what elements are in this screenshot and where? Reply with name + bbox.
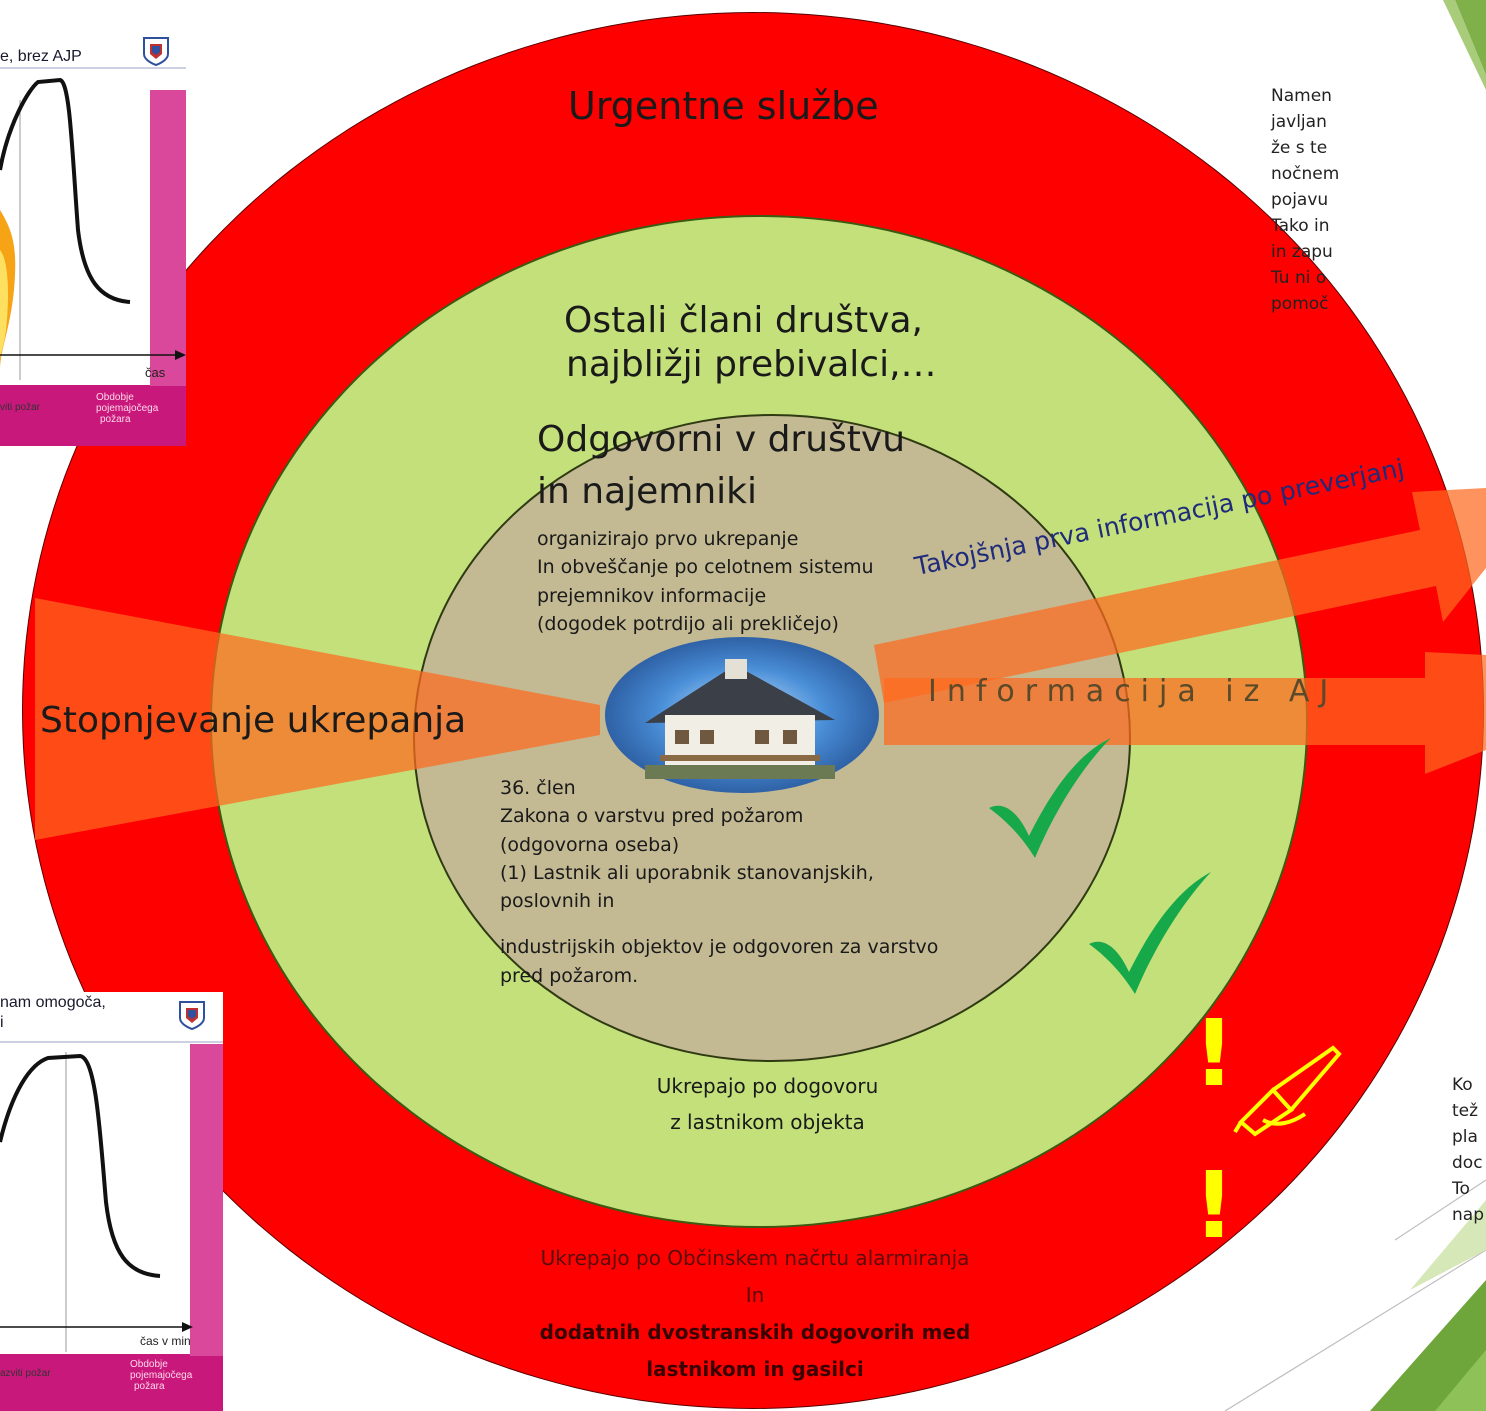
- outer-note-2: In: [745, 1283, 765, 1307]
- law-line-4: (1) Lastnik ali uporabnik stanovanjskih,: [500, 862, 874, 884]
- thumbnail-fire-chart-top: e, brez AJP čas viti požar Obdobje pojem…: [0, 30, 186, 446]
- right-text-top-8: Tu ni o: [1271, 268, 1327, 288]
- emblem-icon: [142, 36, 170, 67]
- fire-chart-graphic: [0, 67, 186, 380]
- label-right-1: Obdobje: [130, 1359, 168, 1370]
- right-text-top-2: javljan: [1271, 112, 1327, 132]
- corner-triangle-top: [1443, 0, 1486, 90]
- right-text-top-9: pomoč: [1271, 294, 1329, 314]
- right-text-bottom-6: nap: [1452, 1205, 1484, 1225]
- label-right-1: Obdobje: [96, 392, 134, 403]
- corner-triangle-bottom-light: [1410, 1200, 1486, 1290]
- right-text-bottom-1: Ko: [1452, 1075, 1473, 1095]
- right-text-bottom-4: doc: [1452, 1153, 1483, 1173]
- right-text-bottom-5: To: [1452, 1179, 1470, 1199]
- law-line-1: 36. člen: [500, 777, 576, 799]
- escalation-label: Stopnjevanje ukrepanja: [40, 700, 467, 741]
- law-line-3: (odgovorna oseba): [500, 834, 680, 856]
- right-text-top-6: Tako in: [1271, 216, 1330, 236]
- law-line-6: industrijskih objektov je odgovoren za v…: [500, 936, 939, 958]
- society-members-title-1: Ostali člani društva,: [564, 300, 923, 341]
- law-line-7: pred požarom.: [500, 965, 639, 987]
- thumbnail-title: e, brez AJP: [0, 48, 82, 65]
- outer-note-1: Ukrepajo po Občinskem načrtu alarmiranja: [540, 1246, 970, 1270]
- exclamation-mark-2: !: [1193, 1152, 1235, 1259]
- thumbnail-title-1: nam omogoča,: [0, 994, 106, 1011]
- outer-note-bold-2: lastnikom in gasilci: [646, 1357, 864, 1381]
- mountain-hut-image: [605, 635, 880, 795]
- outer-note-bold-1: dodatnih dvostranskih dogovorih med: [539, 1320, 971, 1344]
- urgent-services-title: Urgentne službe: [568, 84, 879, 128]
- responsible-desc-4: (dogodek potrdijo ali prekličejo): [537, 613, 839, 635]
- ajp-information-label: Informacija iz AJ: [928, 674, 1339, 709]
- right-text-top-7: in zapu: [1271, 242, 1333, 262]
- label-right-2: pojemajočega: [96, 403, 159, 414]
- check-icon: [989, 738, 1111, 858]
- right-text-bottom-3: pla: [1452, 1127, 1478, 1147]
- right-text-top-4: nočnem: [1271, 164, 1340, 184]
- right-text-top-5: pojavu: [1271, 190, 1329, 210]
- responsible-title-1: Odgovorni v društvu: [537, 419, 906, 460]
- law-line-2: Zakona o varstvu pred požarom: [500, 805, 804, 827]
- law-line-5: poslovnih in: [500, 890, 615, 912]
- responsible-desc-1: organizirajo prvo ukrepanje: [537, 528, 799, 550]
- right-text-top-3: že s te: [1271, 138, 1328, 158]
- responsible-desc-3: prejemnikov informacije: [537, 585, 767, 607]
- fire-chart-graphic: [0, 1041, 223, 1352]
- exclamation-mark-1: !: [1193, 1000, 1235, 1107]
- label-right-3: požara: [100, 414, 131, 425]
- label-right-3: požara: [134, 1381, 165, 1392]
- society-members-title-2: najbližji prebivalci,…: [566, 344, 937, 385]
- responsible-title-2: in najemniki: [537, 471, 758, 512]
- time-label: čas: [145, 365, 166, 380]
- right-text-bottom-2: tež: [1452, 1101, 1479, 1121]
- responsible-desc-2: In obveščanje po celotnem sistemu: [537, 556, 874, 578]
- label-left: azviti požar: [0, 1368, 51, 1379]
- right-text-top-1: Namen: [1271, 86, 1332, 106]
- middle-note-1: Ukrepajo po dogovoru: [656, 1074, 879, 1098]
- emblem-icon: [178, 1000, 206, 1031]
- thumbnail-fire-chart-bottom: nam omogoča, i čas v min azviti požar Ob…: [0, 992, 223, 1411]
- thumbnail-title-2: i: [0, 1014, 4, 1031]
- check-icon: [1089, 872, 1211, 994]
- writing-hand-icon: [1233, 1045, 1342, 1137]
- time-label: čas v min: [140, 1334, 191, 1348]
- label-right-2: pojemajočega: [130, 1370, 193, 1381]
- corner-triangle-bottom: [1370, 1280, 1486, 1411]
- middle-note-2: z lastnikom objekta: [670, 1110, 865, 1134]
- label-left: viti požar: [0, 402, 41, 413]
